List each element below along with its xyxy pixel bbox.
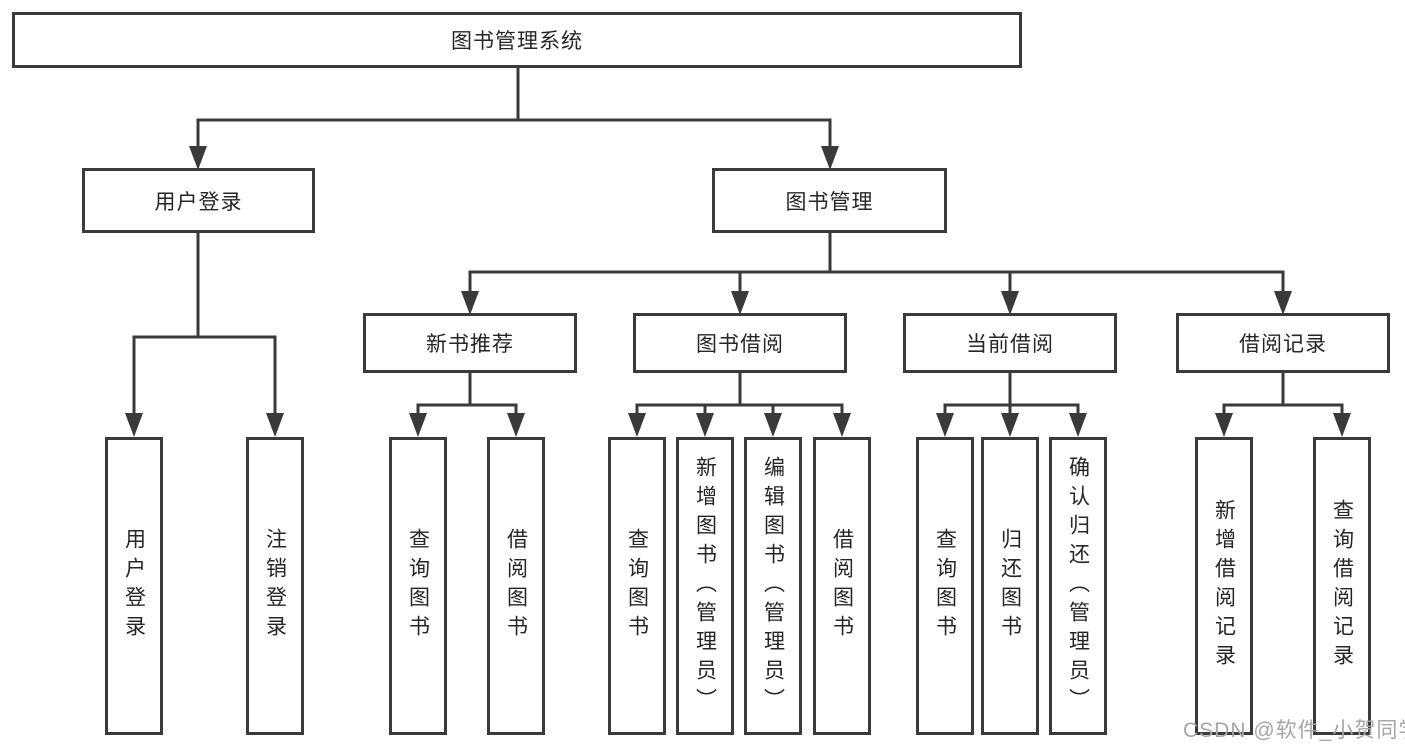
node-borrowing-records-label: 借阅记录 [1239,333,1327,356]
leaf-query-books-borrowing: 查询图书 [608,437,666,735]
node-current-borrowing-label: 当前借阅 [966,333,1054,356]
node-new-book-recommendation-label: 新书推荐 [426,333,514,356]
connector-current-borrowing-children [936,373,1087,437]
node-user-login-label: 用户登录 [154,190,243,214]
leaf-query-books-current-label: 查询图书 [933,528,957,644]
leaf-add-borrowing-record-label: 新增借阅记录 [1212,499,1236,673]
connector-book-management-children [461,233,1292,315]
node-user-login: 用户登录 [82,168,315,233]
leaf-add-book-admin-label: 新增图书（管理员） [693,455,717,717]
leaf-return-book-label: 归还图书 [998,528,1022,644]
leaf-query-books-current: 查询图书 [916,437,974,735]
node-root: 图书管理系统 [12,12,1022,68]
leaf-borrow-books-borrowing-label: 借阅图书 [830,528,854,644]
leaf-return-book: 归还图书 [981,437,1039,735]
node-borrowing-records: 借阅记录 [1176,313,1390,373]
leaf-logout-login: 注销登录 [246,437,304,735]
leaf-borrow-books-recommendation: 借阅图书 [487,437,545,735]
connector-new-book-recommendation-children [409,373,525,437]
leaf-borrow-books-borrowing: 借阅图书 [813,437,871,735]
leaf-query-borrowing-record: 查询借阅记录 [1313,437,1371,735]
leaf-query-books-borrowing-label: 查询图书 [625,528,649,644]
node-current-borrowing: 当前借阅 [903,313,1117,373]
connector-book-borrowing-children [628,373,851,437]
leaf-user-login-label: 用户登录 [122,528,146,644]
node-book-borrowing-label: 图书借阅 [696,333,784,356]
node-new-book-recommendation: 新书推荐 [363,313,577,373]
leaf-user-login: 用户登录 [105,437,163,735]
leaf-query-books-recommendation: 查询图书 [389,437,447,735]
leaf-logout-login-label: 注销登录 [263,528,287,644]
watermark: CSDN @软件_小贺同学 [1183,719,1405,742]
leaf-borrow-books-recommendation-label: 借阅图书 [504,528,528,644]
leaf-confirm-return-admin-label: 确认归还（管理员） [1066,455,1090,717]
connector-user-login-children [125,233,284,437]
leaf-query-borrowing-record-label: 查询借阅记录 [1330,499,1354,673]
leaf-query-books-recommendation-label: 查询图书 [406,528,430,644]
leaf-add-borrowing-record: 新增借阅记录 [1195,437,1253,735]
leaf-confirm-return-admin: 确认归还（管理员） [1049,437,1107,735]
leaf-edit-book-admin: 编辑图书（管理员） [744,437,802,735]
leaf-add-book-admin: 新增图书（管理员） [676,437,734,735]
connector-root-to-level2 [189,66,839,170]
node-book-borrowing: 图书借阅 [633,313,847,373]
node-root-label: 图书管理系统 [451,30,583,53]
leaf-edit-book-admin-label: 编辑图书（管理员） [761,455,785,717]
node-book-management: 图书管理 [712,168,947,233]
node-book-management-label: 图书管理 [785,190,874,214]
connector-borrowing-records-children [1215,373,1351,437]
